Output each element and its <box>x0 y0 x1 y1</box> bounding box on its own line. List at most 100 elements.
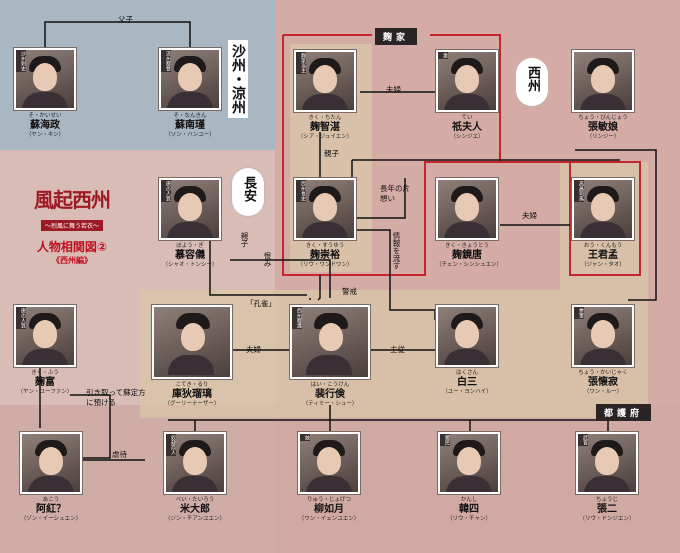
character-card: 参軍 ちょう・かいじゃく 張懐寂 （ワン・ルー） <box>572 305 634 396</box>
name-reading: はくさん <box>455 370 478 376</box>
name-reading: てい <box>461 115 473 121</box>
character-card: 唐の人質 きく・ふう 麹富 （ヤン・ユーファン） <box>14 305 76 396</box>
name-reading: きく・すうゆう <box>305 243 345 249</box>
name-reading: ちょう・かいじゃく <box>578 370 628 376</box>
role-tag: 麹家当主 <box>296 52 306 74</box>
actor-name: （ジャン・タオ） <box>581 262 625 268</box>
role-tag: 武官 <box>578 434 588 446</box>
character-name: 蘇海政 <box>30 120 60 131</box>
name-reading: こてき・るり <box>175 382 209 388</box>
region-changan: 長安 <box>232 168 264 216</box>
portrait-photo <box>436 305 498 367</box>
role-tag: 参軍 <box>574 307 584 319</box>
character-name: 裴行倹 <box>315 389 345 400</box>
actor-name: （リウ・ドンジエン） <box>579 516 635 522</box>
role-tag: 唐の人質 <box>161 180 171 202</box>
portrait-photo: 西州長史 <box>294 178 356 240</box>
character-name: 祇夫人 <box>452 122 482 133</box>
role-tag: 西州長史 <box>296 180 306 202</box>
series-logo: 風起西州 <box>34 188 111 212</box>
portrait-photo <box>152 305 232 379</box>
actor-name: （ジン・チアンユエン） <box>164 516 226 522</box>
relation-label-adopt: 引き取って蘇定方に預ける <box>86 388 146 407</box>
actor-name: （ヤン・ユーファン） <box>17 389 73 395</box>
character-card: 高昌司馬 おう・くんもう 王君孟 （ジャン・タオ） <box>572 178 634 269</box>
portrait-photo <box>436 178 498 240</box>
character-name: 韓四 <box>459 504 479 515</box>
role-tag: 沙州刺史 <box>16 50 26 72</box>
relation-label-parent-child: 親子 <box>324 149 339 158</box>
character-card: 麹家当主 きく・ちたん 麹智湛 （シア・ジュイエン） <box>294 50 356 141</box>
character-name: 阿紅？ <box>36 504 66 515</box>
region-xizhou-label: 西州 <box>525 66 540 92</box>
portrait-photo: 妻 <box>436 50 498 112</box>
character-name: 蘇南瑾 <box>175 120 205 131</box>
name-reading: そ・なんきん <box>173 113 207 119</box>
role-tag: 涼州都督 <box>161 50 171 72</box>
region-qu-family: 麹家 <box>375 28 418 45</box>
portrait-photo: 参軍 <box>572 305 634 367</box>
role-tag: 妻 <box>438 52 448 59</box>
portrait-photo <box>20 432 82 494</box>
character-name: 米大郎 <box>180 504 210 515</box>
relation-label-inform: 情報を流す <box>392 232 401 270</box>
character-card: 郷民 かんし 韓四 （リウ・チャン） <box>438 432 500 523</box>
name-reading: ちょうじ <box>595 497 618 503</box>
region-shazhou-liangzhou: 沙州・涼州 <box>228 40 248 118</box>
character-card: ちょう・びんじょう 張敏娘 （リンジー） <box>572 50 634 141</box>
role-tag: 西州都護 <box>292 307 302 329</box>
character-card: 沙州刺史 そ・かいせい 蘇海政 （ヤン・キン） <box>14 48 76 139</box>
portrait-photo: 沙州刺史 <box>14 48 76 110</box>
actor-name: （ヤン・キン） <box>25 132 65 138</box>
relation-label-spouse-2: 夫婦 <box>522 211 537 220</box>
relation-label-spouse-3: 夫婦 <box>246 345 261 354</box>
portrait-photo: 唐の人質 <box>14 305 76 367</box>
portrait-photo: 武官 <box>576 432 638 494</box>
portrait-photo: 涼州都督 <box>159 48 221 110</box>
chart-subtitle: 《西州編》 <box>52 256 92 265</box>
character-card: 奴隷商人 べい・たいろう 米大郎 （ジン・チアンユエン） <box>164 432 226 523</box>
character-card: 武官 ちょうじ 張二 （リウ・ドンジエン） <box>576 432 638 523</box>
character-name: 麹崇裕 <box>310 250 340 261</box>
portrait-photo: 麹家当主 <box>294 50 356 112</box>
character-name: 白三 <box>457 377 477 388</box>
relation-label-vigilance: 警戒 <box>342 287 357 296</box>
region-duhufu: 都護府 <box>596 404 652 421</box>
actor-name: （グーリーナーザー） <box>164 401 220 407</box>
actor-name: （ゾン・イーシュエン） <box>20 516 82 522</box>
portrait-photo <box>572 50 634 112</box>
character-name: 庫狄瑠璃 <box>172 389 212 400</box>
name-reading: そ・かいせい <box>28 113 62 119</box>
relation-label-grudge: 恨み <box>263 252 272 267</box>
series-logo-subtitle: 〜烈風に舞う若衣〜 <box>40 220 103 231</box>
role-tag: 奴隷商人 <box>166 434 176 456</box>
actor-name: （ワン・イェンユエン） <box>298 516 360 522</box>
name-reading: きく・ふう <box>31 370 59 376</box>
character-card: 西州長史 きく・すうゆう 麹崇裕 （リウ・ワンドワン） <box>294 178 356 269</box>
relation-label-parent-child-2: 親子 <box>240 232 249 247</box>
portrait-photo: 高昌司馬 <box>572 178 634 240</box>
relation-label-spouse: 夫婦 <box>386 85 401 94</box>
portrait-photo: 唐の人質 <box>159 178 221 240</box>
character-name: 柳如月 <box>314 504 344 515</box>
character-card: あこう 阿紅？ （ゾン・イーシュエン） <box>20 432 82 523</box>
portrait-photo: 妓 <box>298 432 360 494</box>
actor-name: （ソン・ハンユー） <box>165 132 215 138</box>
actor-name: （リンジー） <box>586 134 620 140</box>
actor-name: （シンジエ） <box>450 134 484 140</box>
character-card: 涼州都督 そ・なんきん 蘇南瑾 （ソン・ハンユー） <box>159 48 221 139</box>
name-reading: はい・こうけん <box>310 382 350 388</box>
relation-label-master-servant: 主従 <box>390 345 405 354</box>
character-card: 唐の人質 ぼよう・ぎ 慕容儀 （シャオ・トンシー） <box>159 178 221 269</box>
name-reading: かんし <box>460 497 478 503</box>
character-name: 麹富 <box>35 377 55 388</box>
character-card-large: こてき・るり 庫狄瑠璃 （グーリーナーザー） <box>150 305 234 408</box>
name-reading: ぼよう・ぎ <box>176 243 204 249</box>
role-tag: 妓 <box>300 434 310 441</box>
region-xizhou: 西州 <box>516 58 548 106</box>
character-card: きく・きょうとう 麹鏡唐 （チェン・シンシュエン） <box>436 178 502 269</box>
character-name: 張敏娘 <box>588 122 618 133</box>
character-card: 妻 てい 祇夫人 （シンジエ） <box>436 50 498 141</box>
relation-label-abuse: 虐待 <box>112 450 127 459</box>
relation-label-father-son: 父子 <box>118 15 133 24</box>
